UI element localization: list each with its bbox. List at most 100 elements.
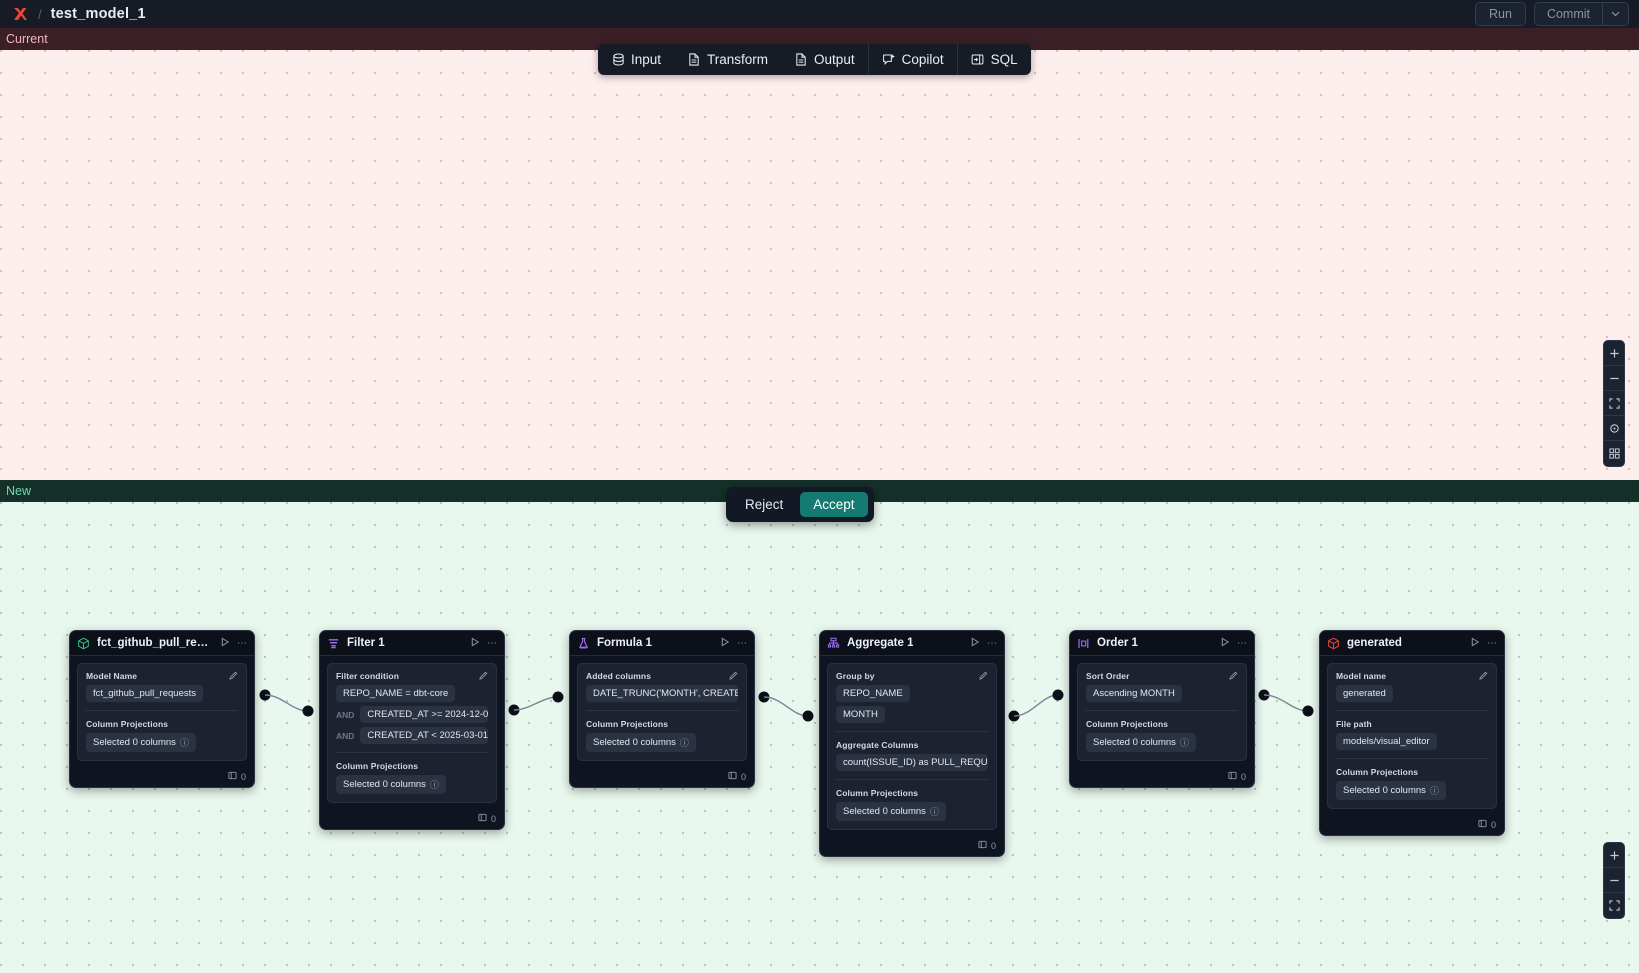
editor-toolbar: Input Transform Output — [598, 44, 1031, 75]
toolbar-label-output: Output — [814, 52, 855, 67]
commit-button-group[interactable]: Commit — [1533, 2, 1629, 26]
ellipsis-icon[interactable]: ⋯ — [987, 637, 997, 649]
chevron-down-icon[interactable] — [1602, 3, 1628, 25]
node-title: Filter 1 — [347, 637, 385, 649]
node-filter-1[interactable]: Filter 1 ⋯ Filter condition — [319, 630, 505, 830]
row-count: 0 — [740, 771, 746, 782]
toolbar-label-sql: SQL — [990, 52, 1018, 67]
toolbar-item-input[interactable]: Input — [598, 44, 674, 75]
node-aggregate-1[interactable]: Aggregate 1 ⋯ Group by — [819, 630, 1005, 857]
cube-icon-green — [77, 637, 90, 650]
focus-icon[interactable] — [1604, 416, 1624, 441]
toolbar-divider — [867, 44, 869, 75]
table-icon — [478, 813, 487, 824]
commit-button[interactable]: Commit — [1546, 7, 1590, 21]
toolbar-item-sql[interactable]: SQL — [958, 44, 1031, 75]
section-column-projections: Column Projections Selected 0 columns ⓘ — [86, 710, 238, 752]
ellipsis-icon[interactable]: ⋯ — [737, 637, 747, 649]
ellipsis-icon[interactable]: ⋯ — [1237, 637, 1247, 649]
node-footer: 0 — [820, 837, 1004, 856]
ellipsis-icon[interactable]: ⋯ — [487, 637, 497, 649]
accept-button[interactable]: Accept — [800, 492, 868, 517]
info-icon[interactable]: ⓘ — [179, 738, 189, 748]
pane-current[interactable]: Current — [0, 28, 1639, 480]
node-generated[interactable]: generated ⋯ Model name — [1319, 630, 1505, 836]
play-icon[interactable] — [1220, 636, 1230, 650]
value-pill[interactable]: generated — [1336, 685, 1393, 702]
value-pill[interactable]: Selected 0 columns ⓘ — [1086, 733, 1196, 752]
value-pill[interactable]: Selected 0 columns ⓘ — [836, 802, 946, 821]
canvas-grid-current[interactable] — [0, 28, 1639, 480]
node-fct-github-pull-requests[interactable]: fct_github_pull_requests ⋯ Model Name — [69, 630, 255, 788]
zoom-controls-current[interactable] — [1603, 340, 1625, 467]
edit-pencil-icon[interactable] — [729, 671, 738, 682]
section-file-path: File path models/visual_editor — [1336, 710, 1488, 750]
node-header[interactable]: Aggregate 1 ⋯ — [820, 631, 1004, 656]
node-header[interactable]: Order 1 ⋯ — [1070, 631, 1254, 656]
info-icon[interactable]: ⓘ — [1179, 738, 1189, 748]
play-icon[interactable] — [720, 636, 730, 650]
edit-pencil-icon[interactable] — [1479, 671, 1488, 682]
pane-new[interactable]: New — [0, 480, 1639, 973]
edit-pencil-icon[interactable] — [479, 671, 488, 682]
value-pill[interactable]: DATE_TRUNC('MONTH', CREATED_AT… — [586, 685, 738, 702]
value-pill[interactable]: Ascending MONTH — [1086, 685, 1182, 702]
value-pill[interactable]: CREATED_AT >= 2024-12-01 — [360, 706, 488, 723]
toolbar-item-copilot[interactable]: Copilot — [869, 44, 957, 75]
value-pill[interactable]: CREATED_AT < 2025-03-01 — [360, 727, 488, 744]
toolbar-item-transform[interactable]: Transform — [674, 44, 781, 75]
ellipsis-icon[interactable]: ⋯ — [237, 637, 247, 649]
play-icon[interactable] — [220, 636, 230, 650]
value-pill[interactable]: Selected 0 columns ⓘ — [336, 775, 446, 794]
node-header[interactable]: fct_github_pull_requests ⋯ — [70, 631, 254, 656]
edit-pencil-icon[interactable] — [979, 671, 988, 682]
zoom-out-button[interactable] — [1604, 868, 1624, 893]
x-logo-icon[interactable] — [10, 4, 30, 24]
value-pill[interactable]: count(ISSUE_ID) as PULL_REQUEST_… — [836, 754, 988, 771]
node-card: Filter condition REPO_NAME = dbt-core AN… — [327, 663, 497, 803]
edit-pencil-icon[interactable] — [229, 671, 238, 682]
reject-button[interactable]: Reject — [732, 492, 796, 517]
node-order-1[interactable]: Order 1 ⋯ Sort Order As — [1069, 630, 1255, 788]
section-title: Column Projections — [1086, 719, 1169, 729]
grid-icon[interactable] — [1604, 441, 1624, 466]
node-header[interactable]: Filter 1 ⋯ — [320, 631, 504, 656]
pill-text: Selected 0 columns — [1093, 737, 1176, 748]
value-pill[interactable]: REPO_NAME = dbt-core — [336, 685, 456, 702]
node-header[interactable]: Formula 1 ⋯ — [570, 631, 754, 656]
section-column-projections: Column Projections Selected 0 columns ⓘ — [836, 779, 988, 821]
fit-screen-icon[interactable] — [1604, 391, 1624, 416]
zoom-out-button[interactable] — [1604, 366, 1624, 391]
section-title: Added columns — [586, 671, 652, 681]
edit-pencil-icon[interactable] — [1229, 671, 1238, 682]
ellipsis-icon[interactable]: ⋯ — [1487, 637, 1497, 649]
node-actions: ⋯ — [970, 636, 997, 650]
zoom-in-button[interactable] — [1604, 843, 1624, 868]
value-pill[interactable]: Selected 0 columns ⓘ — [86, 733, 196, 752]
pill-row: DATE_TRUNC('MONTH', CREATED_AT… — [586, 685, 738, 702]
info-icon[interactable]: ⓘ — [679, 738, 689, 748]
info-icon[interactable]: ⓘ — [929, 807, 939, 817]
toolbar-item-output[interactable]: Output — [781, 44, 868, 75]
section-column-projections: Column Projections Selected 0 columns ⓘ — [1086, 710, 1238, 752]
value-pill[interactable]: models/visual_editor — [1336, 733, 1437, 750]
value-pill[interactable]: Selected 0 columns ⓘ — [1336, 781, 1446, 800]
info-icon[interactable]: ⓘ — [429, 780, 439, 790]
node-formula-1[interactable]: Formula 1 ⋯ Added columns — [569, 630, 755, 788]
value-pill[interactable]: MONTH — [836, 706, 885, 723]
node-header[interactable]: generated ⋯ — [1320, 631, 1504, 656]
play-icon[interactable] — [470, 636, 480, 650]
play-icon[interactable] — [1470, 636, 1480, 650]
fit-screen-icon[interactable] — [1604, 893, 1624, 918]
zoom-controls-new[interactable] — [1603, 842, 1625, 919]
value-pill[interactable]: fct_github_pull_requests — [86, 685, 203, 702]
info-icon[interactable]: ⓘ — [1429, 786, 1439, 796]
play-icon[interactable] — [970, 636, 980, 650]
node-actions: ⋯ — [1220, 636, 1247, 650]
value-pill[interactable]: Selected 0 columns ⓘ — [586, 733, 696, 752]
zoom-in-button[interactable] — [1604, 341, 1624, 366]
section-filter-condition: Filter condition REPO_NAME = dbt-core AN… — [336, 671, 488, 744]
order-icon — [1077, 637, 1090, 650]
value-pill[interactable]: REPO_NAME — [836, 685, 910, 702]
run-button[interactable]: Run — [1475, 2, 1526, 26]
